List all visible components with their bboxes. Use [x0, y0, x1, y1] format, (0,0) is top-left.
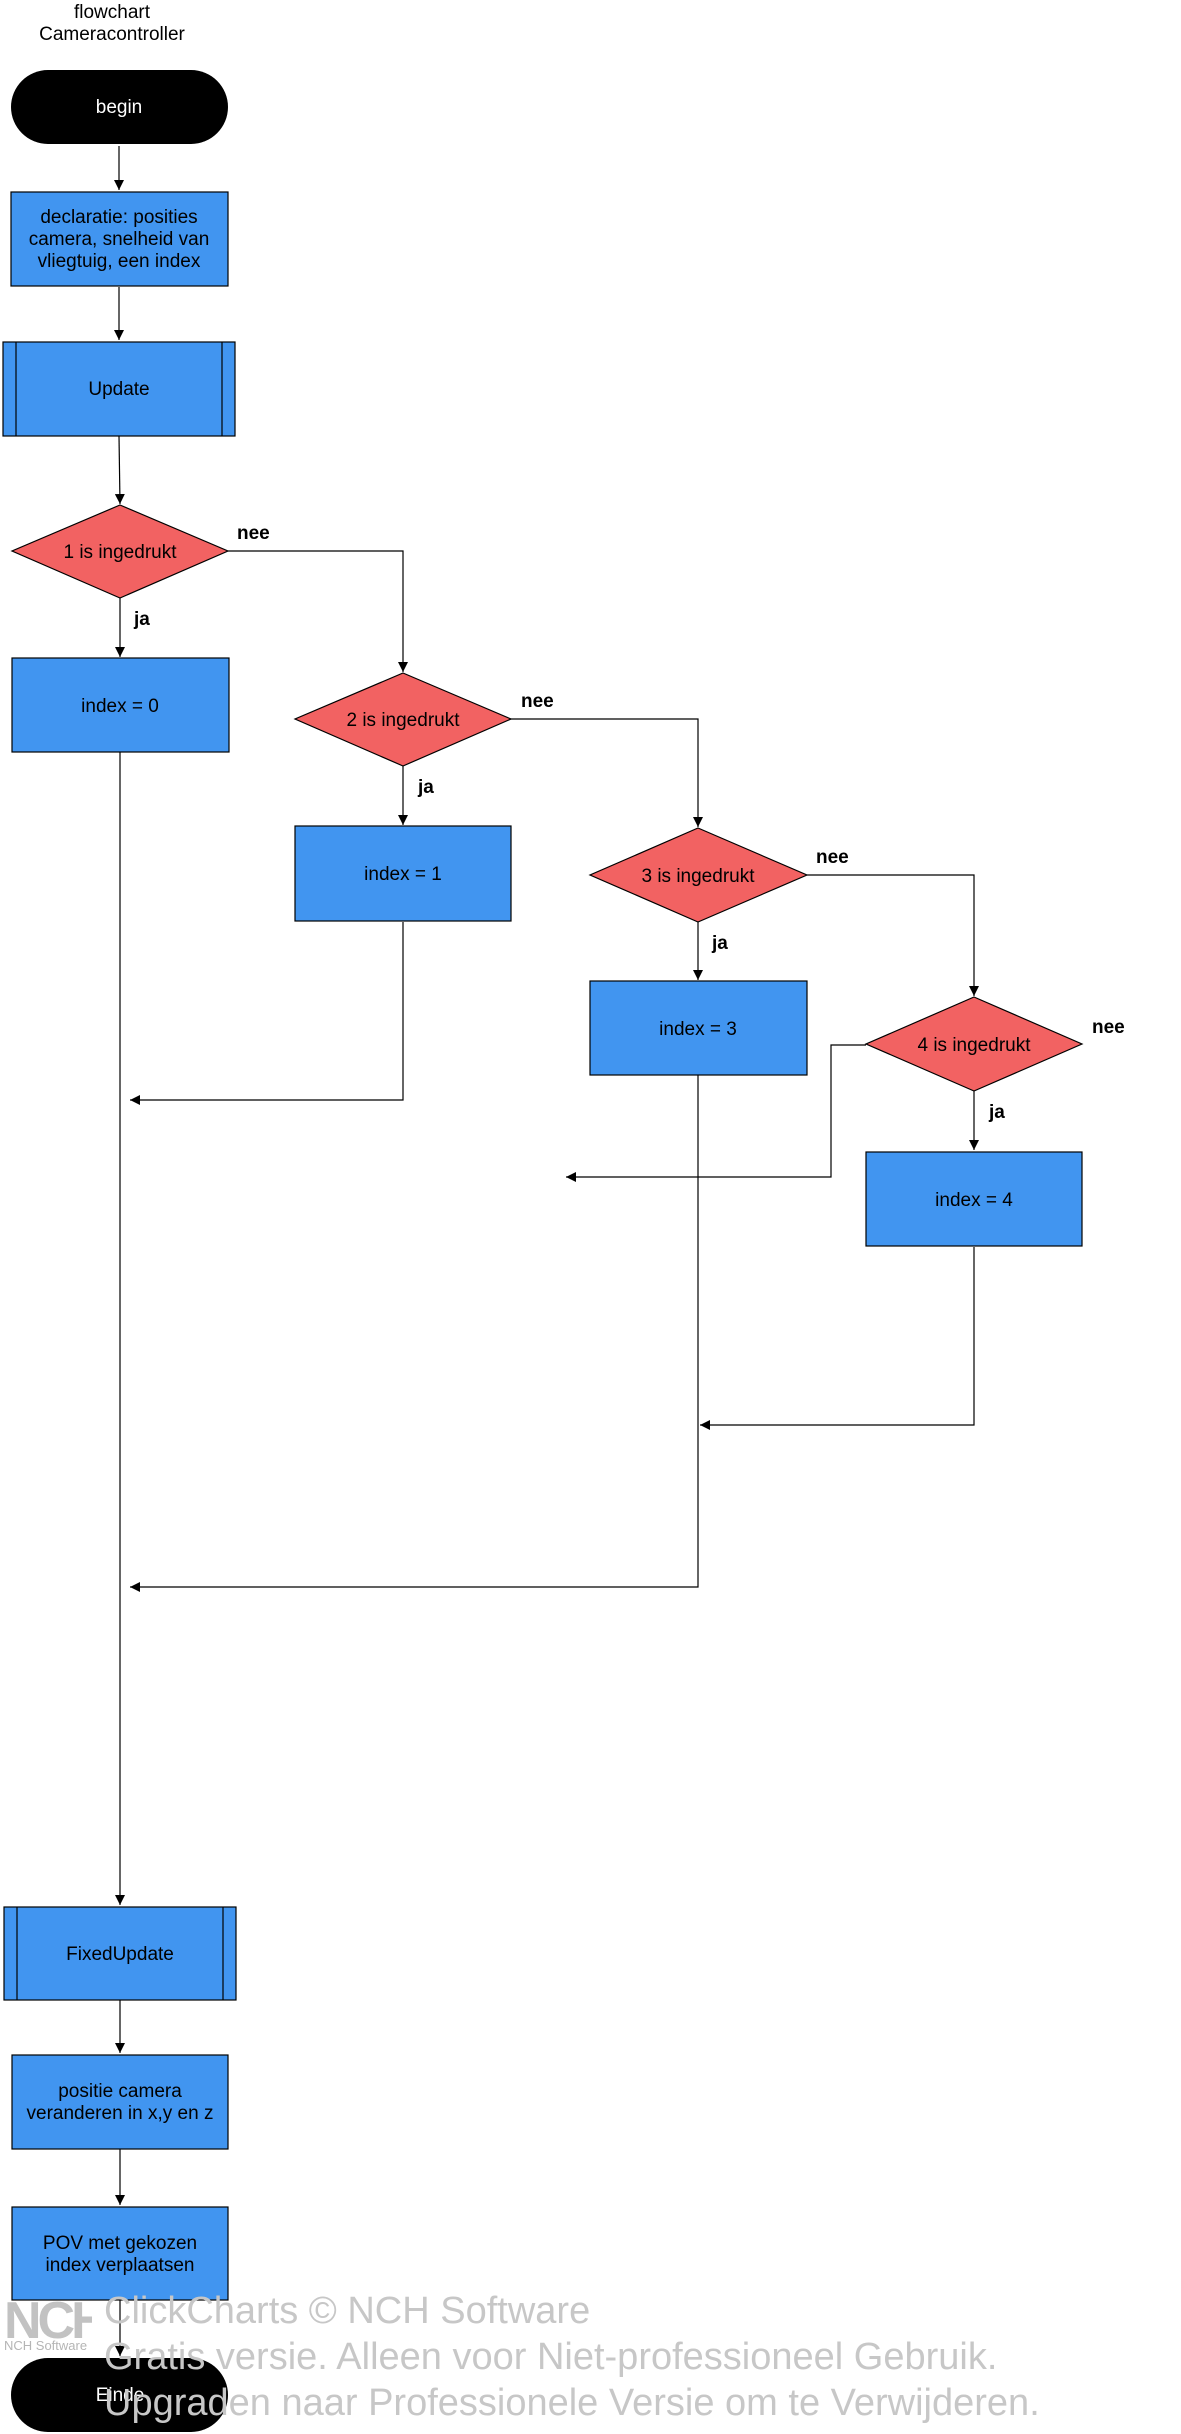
decision-2-no-label: nee [521, 691, 554, 712]
index-3-box: index = 3 [589, 980, 808, 1076]
decision-3-label: 3 is ingedrukt [641, 866, 755, 887]
decision-4-label: 4 is ingedrukt [917, 1035, 1031, 1056]
position-camera-box: positie camera veranderen in x,y en z [11, 2054, 229, 2150]
index-4-box: index = 4 [865, 1151, 1083, 1247]
nch-logo-subtitle: NCH Software [4, 2338, 88, 2353]
declaration-line3: vliegtuig, een index [38, 251, 201, 272]
fixedupdate-label: FixedUpdate [66, 1944, 174, 1965]
index-1-label: index = 1 [364, 864, 442, 885]
decision-2-yes-label: ja [417, 777, 434, 798]
edge-q3-q4 [807, 874, 979, 996]
diagram-title-line1: flowchart [73, 2, 151, 23]
pov-line2: index verplaatsen [46, 2255, 195, 2276]
decision-2-label: 2 is ingedrukt [346, 710, 460, 731]
decision-2: 2 is ingedrukt [293, 672, 513, 767]
decision-3: 3 is ingedrukt [588, 827, 809, 923]
decision-1-label: 1 is ingedrukt [63, 542, 177, 563]
declaration-line1: declaratie: posities [40, 207, 197, 228]
watermark-line1: ClickCharts © NCH Software [104, 2290, 591, 2332]
update-label: Update [88, 379, 149, 400]
decision-1: 1 is ingedrukt [10, 504, 230, 599]
start-terminal-label: begin [96, 97, 143, 118]
nch-logo-text: NCH [4, 2292, 92, 2348]
watermark-line3: Upgraden naar Professionele Versie om te… [104, 2382, 1040, 2424]
diagram-title-line2: Cameracontroller [39, 24, 185, 45]
decision-3-yes-label: ja [711, 933, 728, 954]
edge-idx4-merge [700, 1247, 975, 1430]
edge-idx1-merge [130, 922, 404, 1105]
end-terminal-label: Einde [96, 2385, 145, 2406]
update-subroutine: Update [2, 341, 236, 437]
nch-logo-icon: NCH [4, 2292, 92, 2348]
pov-box: POV met gekozen index verplaatsen [11, 2206, 229, 2301]
fixedupdate-subroutine: FixedUpdate [3, 1906, 237, 2001]
decision-1-no-label: nee [237, 523, 270, 544]
edge-update-q1 [114, 435, 125, 505]
decision-4-no-label: nee [1092, 1017, 1125, 1038]
decision-4: 4 is ingedrukt [864, 996, 1084, 1092]
end-terminal: Einde [11, 2358, 228, 2432]
declaration-box: declaratie: posities camera, snelheid va… [10, 191, 229, 287]
position-camera-line2: veranderen in x,y en z [27, 2103, 214, 2124]
edge-q2-q3 [510, 718, 703, 827]
declaration-line2: camera, snelheid van [29, 229, 210, 250]
index-4-label: index = 4 [935, 1190, 1013, 1211]
start-terminal: begin [11, 70, 228, 144]
connectors [114, 146, 979, 2356]
edge-idx3-merge [130, 1075, 699, 1592]
index-0-box: index = 0 [11, 657, 230, 753]
watermark-line2: Gratis versie. Alleen voor Niet-professi… [104, 2336, 998, 2378]
decision-3-no-label: nee [816, 847, 849, 868]
edge-q1-q2 [228, 550, 408, 672]
index-3-label: index = 3 [659, 1019, 737, 1040]
decision-1-yes-label: ja [133, 609, 150, 630]
decision-4-yes-label: ja [988, 1102, 1005, 1123]
index-1-box: index = 1 [294, 825, 512, 922]
position-camera-line1: positie camera [58, 2081, 182, 2102]
index-0-label: index = 0 [81, 696, 159, 717]
pov-line1: POV met gekozen [43, 2233, 197, 2254]
